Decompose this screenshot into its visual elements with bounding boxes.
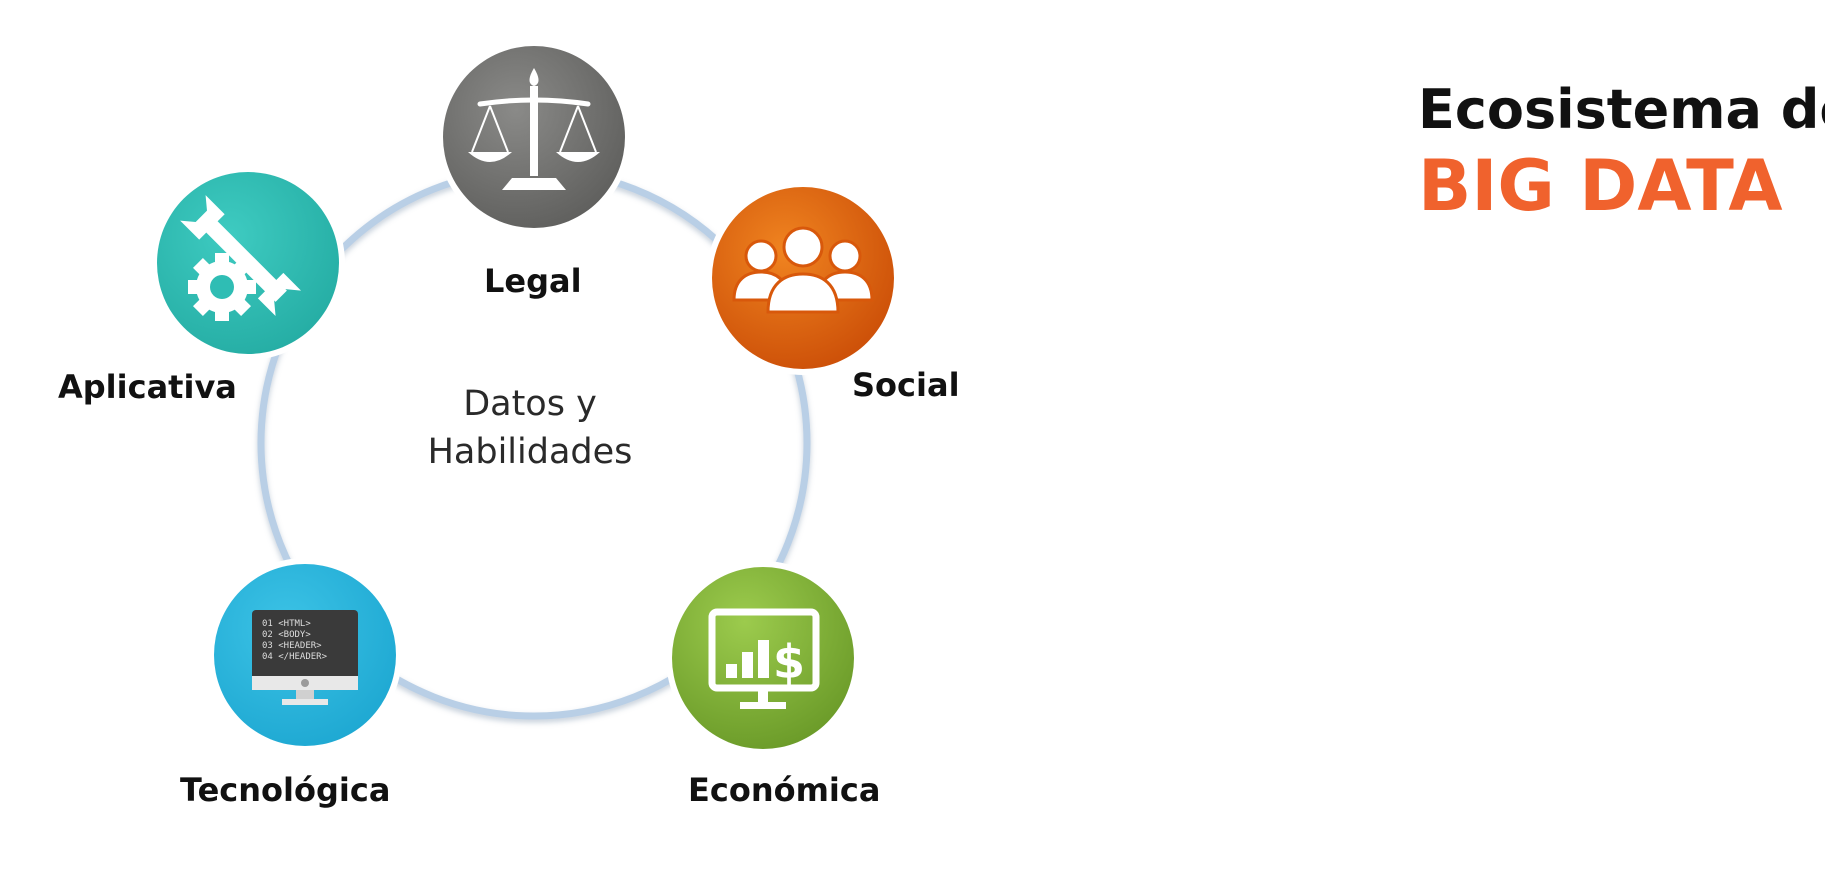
node-economica: $ — [666, 561, 860, 755]
node-legal — [437, 40, 631, 234]
title-line1: Ecosistema de — [1418, 78, 1825, 141]
node-social — [706, 181, 900, 375]
svg-text:$: $ — [773, 635, 805, 689]
center-label-line2: Habilidades — [427, 432, 633, 472]
code-monitor-icon: 01 <HTML> 02 <BODY> 03 <HEADER> 04 </HEA… — [252, 610, 358, 705]
code-line: 02 <BODY> — [262, 630, 311, 640]
code-line: 04 </HEADER> — [262, 652, 328, 662]
center-label: Datos y Habilidades — [400, 380, 660, 476]
code-line: 03 <HEADER> — [262, 641, 322, 651]
label-aplicativa: Aplicativa — [58, 368, 237, 406]
wrench-gear-icon — [180, 195, 302, 321]
label-tecnologica: Tecnológica — [180, 771, 391, 809]
page-title: Ecosistema de BIG DATA — [1418, 78, 1825, 227]
scales-icon — [468, 68, 600, 190]
title-line2: BIG DATA — [1418, 145, 1783, 227]
people-group-icon — [732, 226, 874, 314]
label-economica: Económica — [688, 771, 881, 809]
label-legal: Legal — [484, 262, 582, 300]
code-line: 01 <HTML> — [262, 619, 311, 629]
center-label-line1: Datos y — [463, 384, 597, 424]
node-aplicativa — [151, 166, 345, 360]
financial-monitor-icon: $ — [708, 608, 820, 709]
label-social: Social — [852, 366, 960, 404]
node-tecnologica: 01 <HTML> 02 <BODY> 03 <HEADER> 04 </HEA… — [208, 558, 402, 752]
